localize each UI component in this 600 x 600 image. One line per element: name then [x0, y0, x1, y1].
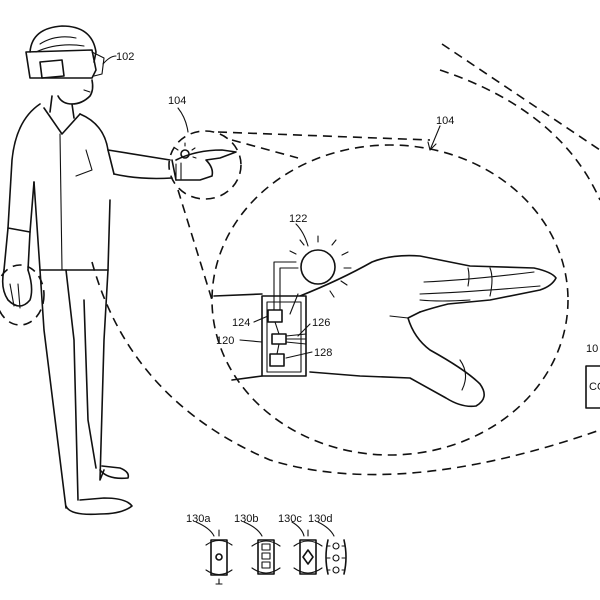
person-figure	[1, 25, 237, 516]
lower-sweep-arc	[91, 261, 600, 476]
torso	[7, 103, 41, 233]
variant-d-icon	[325, 539, 347, 575]
zoom-line-top	[231, 139, 299, 159]
label-module-bottom: 128	[314, 347, 332, 359]
reference-labels: 102 104 104 122 124 120 126 128 10 130a …	[116, 51, 598, 525]
shoe-back	[99, 465, 130, 480]
hair	[29, 25, 97, 63]
legs	[39, 269, 67, 509]
small-light-emitter-icon	[174, 142, 197, 159]
hand-region-small	[168, 130, 242, 200]
label-headset: 102	[116, 51, 134, 63]
variant-b-icon	[251, 539, 281, 575]
module-bottom-box	[269, 353, 285, 367]
extended-arm	[107, 149, 171, 161]
hand-outline	[299, 254, 557, 313]
label-variant-d: 130d	[308, 513, 332, 525]
label-region-small: 104	[168, 95, 186, 107]
shoe-front	[65, 497, 133, 516]
label-variant-a: 130a	[186, 513, 211, 525]
label-variant-c: 130c	[278, 513, 302, 525]
variant-a-icon	[205, 529, 233, 585]
label-computer-ref: 10	[586, 343, 598, 355]
label-light-emitter: 122	[289, 213, 307, 225]
computer-device: CO	[585, 365, 600, 409]
zoomed-hand	[213, 254, 557, 408]
left-hand-region	[0, 264, 45, 326]
label-region-large: 104	[436, 115, 454, 127]
light-emitter-icon	[289, 235, 352, 298]
field-of-view-boundaries	[91, 43, 600, 476]
label-sensor: 126	[312, 317, 330, 329]
label-module-top: 124	[232, 317, 250, 329]
variant-c-icon	[293, 529, 323, 575]
outer-boundary-arc	[439, 69, 600, 201]
zoom-line-bottom	[177, 189, 213, 301]
device-variants	[205, 529, 347, 585]
module-top-box	[267, 309, 283, 323]
label-variant-b: 130b	[234, 513, 258, 525]
hand-region-large	[211, 144, 569, 456]
upper-sweep-line	[217, 131, 431, 141]
leader-lines	[102, 55, 441, 537]
extended-hand	[175, 149, 237, 181]
label-wrist-device: 120	[216, 335, 234, 347]
outer-boundary-line	[441, 43, 600, 151]
headset-icon	[25, 49, 105, 79]
wrist-device	[261, 261, 307, 377]
computer-box-label: CO	[589, 381, 600, 393]
sensor-box	[271, 333, 287, 345]
face	[57, 79, 94, 105]
